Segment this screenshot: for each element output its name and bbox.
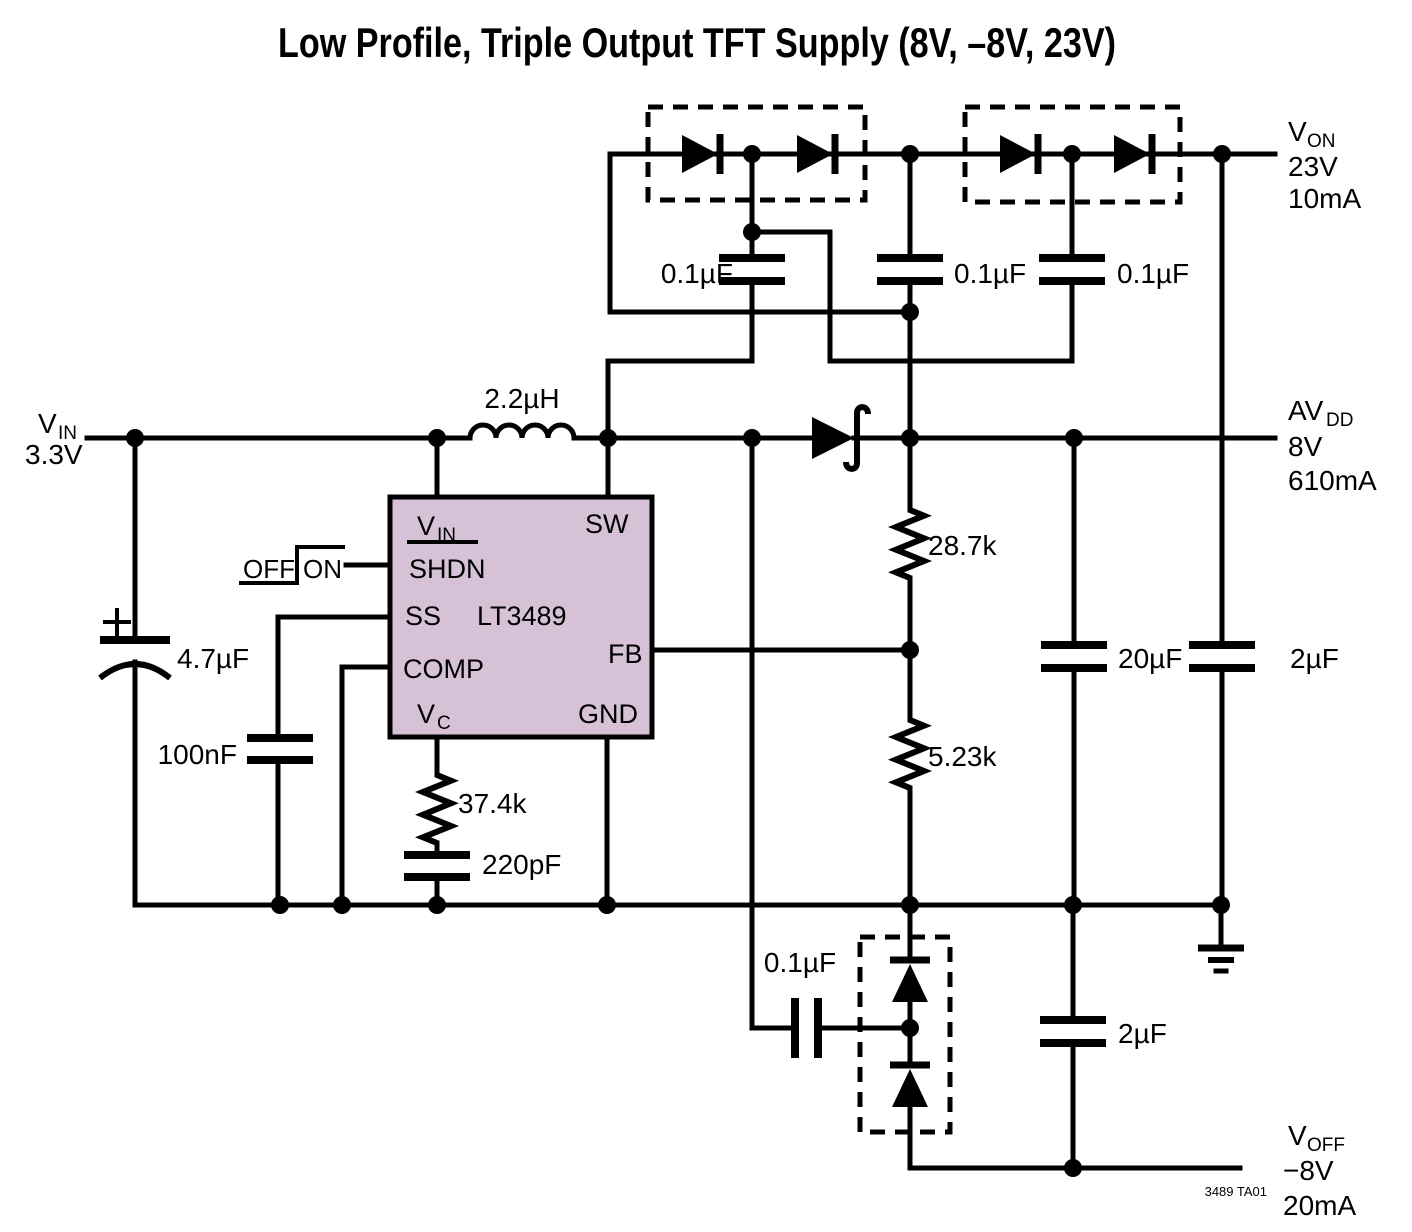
pump-cap1-value: 0.1µF [661,258,733,289]
diode-icon [797,135,833,173]
input-cap-value: 4.7µF [177,643,249,674]
diode-package-outlines [645,104,1183,1135]
diode-icon [1000,135,1036,173]
ic-pin-vc: V [417,699,435,729]
avdd-voltage: 8V [1288,431,1323,462]
von-cap [1189,641,1255,672]
shdn-control: OFF ON [239,545,345,585]
voff-cap-value: 2µF [1118,1018,1167,1049]
negative-pump-diodes [890,956,930,1107]
capacitors [98,254,1255,1058]
schematic-title: Low Profile, Triple Output TFT Supply (8… [278,19,1116,66]
avdd-label: AV [1288,395,1324,426]
schottky-cathode-icon [843,404,871,472]
diode-up-icon [892,1069,928,1107]
vc-resistor [414,772,460,846]
von-cap-value: 2µF [1290,643,1339,674]
pump-cap2-value: 0.1µF [954,258,1026,289]
ic-pin-fb: FB [608,639,643,669]
voff-cap [1040,1016,1106,1047]
schottky-diode [812,404,871,472]
wire-network [84,151,1278,1171]
voff-current: 20mA [1283,1190,1356,1221]
avdd-label-sub: DD [1326,410,1353,431]
ss-cap-value: 100nF [158,739,237,770]
ic-pin-comp: COMP [403,654,484,684]
ic-pin-ss: SS [405,601,441,631]
component-labels: 2.2µH 4.7µF 100nF 37.4k 220pF 28.7k 5.23… [158,258,1339,1049]
pump-cap-1 [719,254,785,285]
diode-up-icon [892,964,928,1002]
von-voltage: 23V [1288,151,1338,182]
negative-pump-cap [791,998,822,1058]
ic-body [387,494,655,740]
ic-part-number: LT3489 [477,601,567,631]
fb-resistor-top [887,507,933,581]
schottky-diode-icon [812,417,854,459]
vc-resistor-value: 37.4k [458,788,527,819]
input-cap [98,608,172,681]
avdd-cap [1041,641,1107,672]
fb-resistor-top-value: 28.7k [928,530,997,561]
vc-cap-value: 220pF [482,849,561,880]
pump-cap3-value: 0.1µF [1117,258,1189,289]
pump-cap-2 [877,254,943,285]
inductor-icon [467,422,577,441]
von-label: V [1288,116,1307,147]
inductor-value: 2.2µH [484,383,559,414]
von-current: 10mA [1288,183,1361,214]
negative-pump-cap-value: 0.1µF [764,947,836,978]
diode-icon [1114,135,1150,173]
step-waveform-icon [239,545,345,585]
dual-diode-box-2 [962,104,1183,205]
junction-dots [126,145,1231,1177]
vc-cap [404,851,470,881]
avdd-current: 610mA [1288,465,1377,496]
avdd-cap-value: 20µF [1118,643,1182,674]
ic-pin-sw: SW [585,509,629,539]
vin-voltage: 3.3V [25,439,83,470]
von-label-sub: ON [1307,131,1336,152]
fb-resistor-bottom [887,717,933,791]
voff-voltage: −8V [1283,1155,1334,1186]
vin-label-sub: IN [58,423,77,444]
off-label: OFF [243,554,295,584]
diode-icon [682,135,718,173]
ic-pin-vin: V [417,511,435,541]
charge-pump-diodes [682,134,1156,174]
on-label: ON [303,554,342,584]
fb-resistor-bottom-value: 5.23k [928,741,997,772]
io-labels: V IN 3.3V V ON 23V 10mA AV DD 8V 610mA V… [25,116,1377,1221]
resistors [414,507,933,846]
ic-pin-vc-sub: C [437,713,451,734]
voff-label: V [1288,1120,1307,1151]
ic-pin-shdn: SHDN [409,554,486,584]
dual-diode-box-1 [645,104,868,203]
voff-label-sub: OFF [1307,1135,1345,1156]
ground-icon [1198,944,1244,974]
ic-pin-gnd: GND [578,699,638,729]
ss-cap [247,734,313,764]
vin-label: V [38,408,57,439]
figure-reference: 3489 TA01 [1205,1184,1267,1199]
ic-block: V IN SHDN SS LT3489 COMP V C SW FB GND [387,494,655,740]
pump-cap-3 [1039,254,1105,285]
dual-diode-box-3 [857,934,953,1135]
